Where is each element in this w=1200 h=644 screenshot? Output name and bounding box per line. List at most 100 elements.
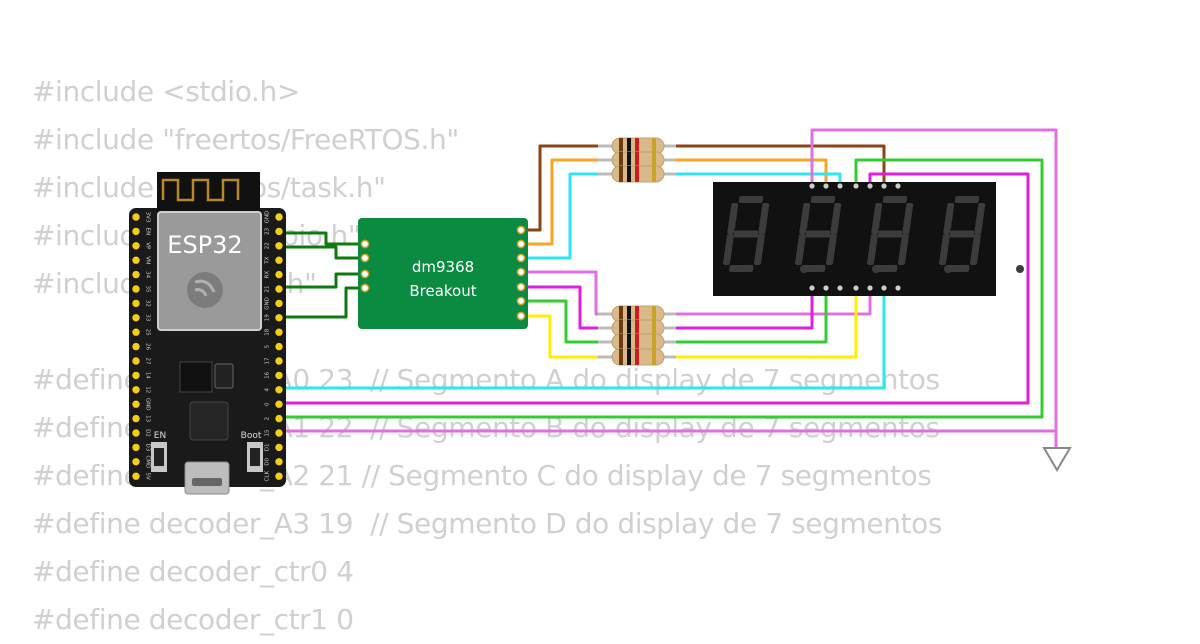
display-segment: [867, 234, 878, 265]
display-segment: [830, 203, 842, 234]
en-button[interactable]: [154, 448, 164, 466]
breakout-pcb: [358, 218, 528, 329]
header-pin: [131, 356, 141, 366]
resistor-band: [627, 320, 631, 336]
breakout-output-pin: [516, 253, 526, 263]
pin-label: D1: [265, 444, 271, 452]
header-pin: [131, 298, 141, 309]
header-pin: [274, 255, 284, 265]
display-segment: [877, 230, 903, 238]
header-pin: [274, 399, 284, 409]
display-bottom-pin: [853, 285, 859, 291]
resistor-band: [635, 138, 639, 154]
antenna-trace: [161, 178, 240, 202]
pin-label: 2: [265, 417, 271, 421]
display-segment: [954, 196, 980, 203]
pin-label: 0: [265, 402, 271, 406]
pin-label: 4: [265, 388, 271, 392]
breakout-title: dm9368: [412, 258, 474, 276]
header-pin: [274, 385, 284, 395]
resistor-band: [635, 152, 639, 168]
wire-gpio23: [280, 231, 362, 246]
display-segment: [810, 196, 836, 203]
header-pin: [274, 327, 284, 337]
esp32-module-shield: [157, 211, 262, 331]
wire-green-long: [280, 158, 1044, 419]
esp32-board: ESP32 EN Boot 3V3ENVPVN34353233252627141…: [129, 172, 286, 495]
breakout-output-pin: [516, 225, 526, 235]
display-segment: [939, 234, 950, 265]
wire-orange-out: [672, 158, 828, 186]
display-bottom-pin: [895, 285, 901, 291]
wire-cyan-top: [521, 172, 604, 260]
header-pin: [131, 226, 141, 237]
wire-gpio22: [280, 245, 362, 260]
header-pin: [131, 255, 141, 265]
header-pin: [274, 241, 284, 251]
pin-label: 17: [265, 357, 271, 364]
display-top-pin: [809, 183, 815, 189]
pin-label: 14: [145, 372, 151, 379]
wires: [280, 128, 1058, 448]
wire-brown-out: [672, 144, 886, 186]
code-line: #include "freertos/FreeRTOS.h": [32, 123, 459, 156]
pin-label: 35: [145, 286, 151, 293]
wire-gpio19: [280, 286, 362, 319]
espressif-logo-icon: [187, 272, 223, 308]
wire-magenta-long: [280, 172, 1030, 405]
pin-label: 19: [265, 314, 271, 321]
pin-label: CLK: [265, 471, 271, 482]
display-segment: [974, 203, 986, 234]
resistor-band: [619, 166, 623, 182]
pin-label: 16: [265, 371, 271, 378]
wire-violet-mid: [521, 270, 604, 316]
breakout-pins: [360, 225, 526, 321]
pin-label: 32: [145, 300, 151, 307]
header-pin: [274, 442, 284, 453]
display-segment: [729, 265, 754, 272]
wire-gpio21: [280, 272, 362, 289]
code-line: #define decoder_ctr0 4: [32, 555, 354, 588]
display-top-pin: [837, 183, 843, 189]
breakout-input-pin: [360, 239, 370, 249]
wire-green-out: [672, 288, 828, 344]
header-pin: [274, 212, 284, 222]
display-segment: [902, 203, 914, 234]
wire-orange: [521, 158, 604, 246]
resistor-band: [652, 166, 656, 182]
small-component: [214, 363, 234, 389]
pin-label: GND: [265, 211, 271, 224]
resistor-band: [652, 306, 656, 322]
breakout-output-pin: [516, 296, 526, 306]
circuit-diagram: ESP32 EN Boot 3V3ENVPVN34353233252627141…: [129, 128, 1072, 495]
display-segment: [826, 234, 837, 265]
pin-label: CMD: [145, 455, 151, 468]
pin-label: 12: [145, 386, 151, 393]
resistor-band: [635, 349, 639, 365]
boot-button[interactable]: [250, 448, 260, 466]
display-segment: [727, 203, 739, 234]
pin-label: 23: [265, 227, 271, 234]
resistor-band: [652, 334, 656, 350]
header-pin: [274, 471, 284, 481]
display-segment: [945, 265, 970, 272]
header-pin: [131, 269, 141, 280]
pin-label: D0: [265, 457, 271, 465]
pin-label: GND: [145, 398, 151, 411]
pin-label: 34: [145, 271, 151, 278]
display-bottom-pin: [809, 285, 815, 291]
resistor-band: [619, 138, 623, 154]
display-bottom-pin: [881, 285, 887, 291]
display-pins: [809, 183, 901, 291]
pin-label: GND: [265, 297, 271, 310]
display-segment: [801, 265, 826, 272]
wire-magenta-out: [672, 288, 814, 330]
breakout-input-pin: [360, 253, 370, 263]
breakout-input-pin: [360, 269, 370, 279]
display-bottom-pin: [823, 285, 829, 291]
resistor-band: [627, 306, 631, 322]
resistor-band: [652, 138, 656, 154]
esp32-left-pins: 3V3ENVPVN343532332526271412GND13D2D3CMD5…: [131, 212, 151, 481]
display-segment: [805, 230, 831, 238]
resistor-band: [619, 152, 623, 168]
